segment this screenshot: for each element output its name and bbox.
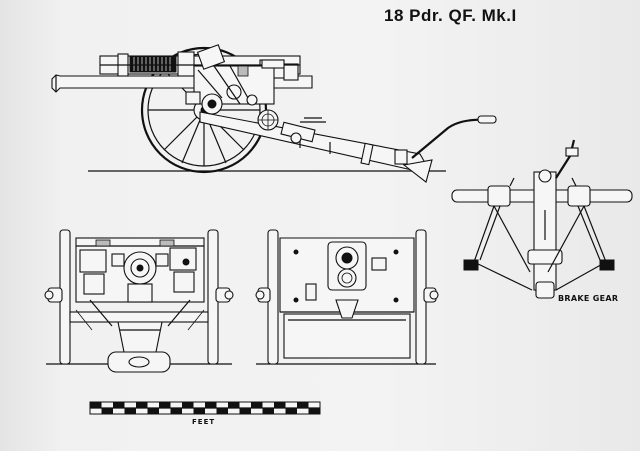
scale-bar [89, 401, 321, 415]
brake-gear-drawing [451, 139, 633, 299]
rear-view-drawing [255, 229, 439, 365]
drawing-title: 18 Pdr. QF. Mk.I [384, 6, 517, 25]
scale-unit-label: FEET [192, 418, 216, 426]
side-view-breech-mechanism [185, 44, 326, 144]
front-view-drawing [44, 229, 234, 373]
side-view-trail [199, 111, 497, 183]
brake-gear-label: BRAKE GEAR [558, 294, 619, 303]
side-view-drawing [51, 44, 497, 183]
